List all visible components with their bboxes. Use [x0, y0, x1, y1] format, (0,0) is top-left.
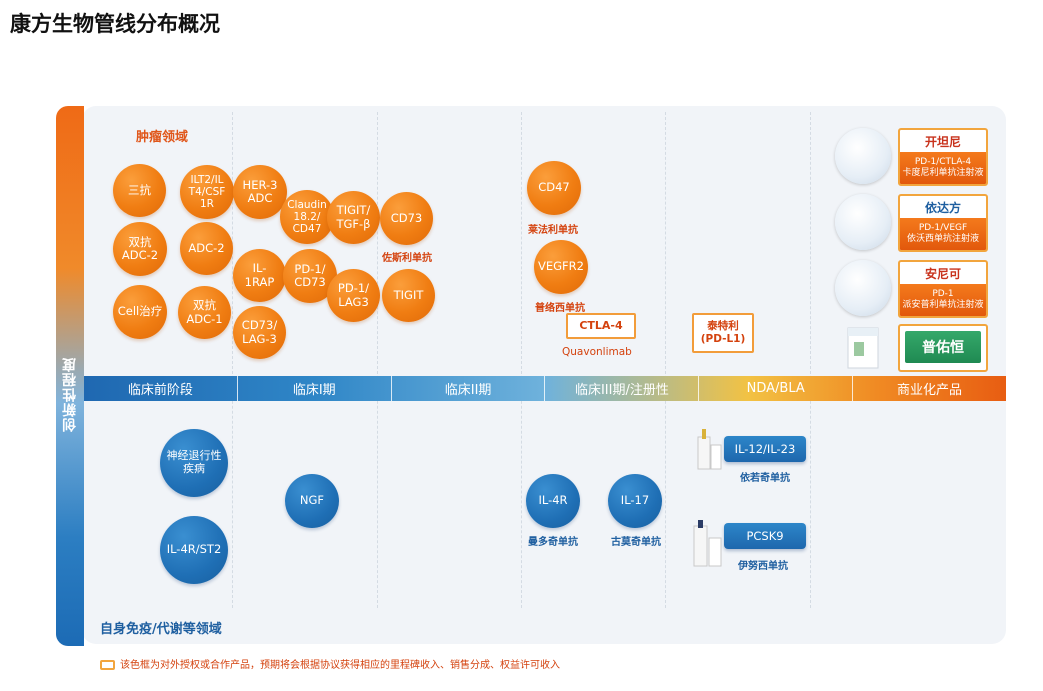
divider: [377, 112, 378, 608]
pipeline-circle-ngf: NGF: [285, 474, 339, 528]
pipeline-circle-shuangkang-adc1: 双抗 ADC-1: [178, 286, 231, 339]
stage-phase-3: 临床III期/注册性: [545, 376, 700, 401]
product-box-image: [847, 327, 879, 369]
pipeline-circle-sankang: 三抗: [113, 164, 166, 217]
product-card-kaitanni: 开坦尼 PD-1/CTLA-4 卡度尼利单抗注射液: [898, 128, 988, 186]
boxed-taiteli: 泰特利 (PD-L1): [692, 313, 754, 353]
product-brand: 安尼可: [924, 266, 961, 281]
divider: [665, 112, 666, 608]
nda-pill-pcsk9: PCSK9: [724, 523, 806, 549]
product-generic: 卡度尼利单抗注射液: [902, 168, 984, 178]
nda-pill-il12-il23: IL-12/IL-23: [724, 436, 806, 462]
divider: [232, 112, 233, 608]
caption-vegfr2: 普络西单抗: [535, 303, 585, 314]
pipeline-circle-cd73-lag3: CD73/ LAG-3: [233, 306, 286, 359]
caption-il12-il23: 依若奇单抗: [740, 473, 790, 484]
section-oncology: 肿瘤领域: [136, 130, 189, 145]
stage-phase-1: 临床I期: [238, 376, 392, 401]
pipeline-circle-shuangkang-adc2: 双抗 ADC-2: [113, 222, 167, 276]
product-brand: 依达方: [924, 200, 961, 215]
innovation-axis-label: 创新性程度: [62, 357, 78, 433]
pipeline-circle-cd73: CD73: [380, 192, 433, 245]
pipeline-circle-adc2: ADC-2: [180, 222, 233, 275]
product-brand: 普佑恒: [905, 331, 981, 363]
caption-cd73: 佐斯利单抗: [382, 253, 432, 264]
product-card-anke: 安尼可 PD-1 派安普利单抗注射液: [898, 260, 988, 318]
caption-cd47: 莱法利单抗: [528, 225, 578, 236]
pipeline-circle-her3-adc: HER-3 ADC: [233, 165, 287, 219]
product-card-puyouheng: 普佑恒: [898, 324, 988, 372]
product-target: PD-1/CTLA-4: [914, 156, 972, 167]
product-image-kaitanni: [835, 128, 891, 184]
product-target: PD-1/VEGF: [918, 222, 968, 233]
pipeline-circle-cell: Cell治疗: [113, 285, 167, 339]
pipeline-circle-neuro: 神经退行性 疾病: [160, 429, 228, 497]
pipeline-circle-il4r-st2: IL-4R/ST2: [160, 516, 228, 584]
pipeline-circle-il17: IL-17: [608, 474, 662, 528]
stage-phase-2: 临床II期: [392, 376, 546, 401]
pipeline-circle-cd47: CD47: [527, 161, 581, 215]
innovation-axis-bar: [56, 106, 84, 646]
product-card-yidafang: 依达方 PD-1/VEGF 依沃西单抗注射液: [898, 194, 988, 252]
page-title: 康方生物管线分布概况: [10, 12, 220, 36]
stage-nda-bla: NDA/BLA: [699, 376, 854, 401]
pipeline-circle-tigit-tgf: TIGIT/ TGF-β: [327, 191, 380, 244]
product-generic: 依沃西单抗注射液: [906, 234, 979, 244]
legend-swatch: [100, 660, 115, 670]
stage-preclinical: 临床前阶段: [84, 376, 238, 401]
caption-il17: 古莫奇单抗: [611, 537, 661, 548]
product-image-anke: [835, 260, 891, 316]
pipeline-circle-ilt2: ILT2/IL T4/CSF 1R: [180, 165, 234, 219]
legend-text: 该色框为对外授权或合作产品，预期将会根据协议获得相应的里程碑收入、销售分成、权益…: [120, 660, 560, 671]
syringe-icon: [697, 429, 722, 470]
product-image-yidafang: [835, 194, 891, 250]
pipeline-circle-claudin: Claudin 18.2/ CD47: [280, 190, 334, 244]
caption-pcsk9: 伊努西单抗: [738, 561, 788, 572]
pipeline-circle-pd1-lag3: PD-1/ LAG3: [327, 269, 380, 322]
pipeline-circle-tigit: TIGIT: [382, 269, 435, 322]
stage-bar: 临床前阶段 临床I期 临床II期 临床III期/注册性 NDA/BLA 商业化产…: [84, 376, 1006, 401]
product-generic: 派安普利单抗注射液: [902, 300, 984, 310]
divider: [810, 112, 811, 608]
pipeline-circle-vegfr2: VEGFR2: [534, 240, 588, 294]
product-brand: 开坦尼: [924, 134, 961, 149]
pipeline-circle-il1rap: IL- 1RAP: [233, 249, 286, 302]
product-target: PD-1: [932, 288, 954, 299]
divider: [521, 112, 522, 608]
caption-il4r: 曼多奇单抗: [528, 537, 578, 548]
section-immunology: 自身免疫/代谢等领域: [100, 622, 222, 637]
stage-commercial: 商业化产品: [897, 383, 963, 398]
pipeline-circle-il4r: IL-4R: [526, 474, 580, 528]
boxed-ctla4: CTLA-4: [566, 313, 636, 339]
pen-injector-icon: [693, 520, 722, 567]
caption-quavonlimab: Quavonlimab: [562, 346, 632, 358]
